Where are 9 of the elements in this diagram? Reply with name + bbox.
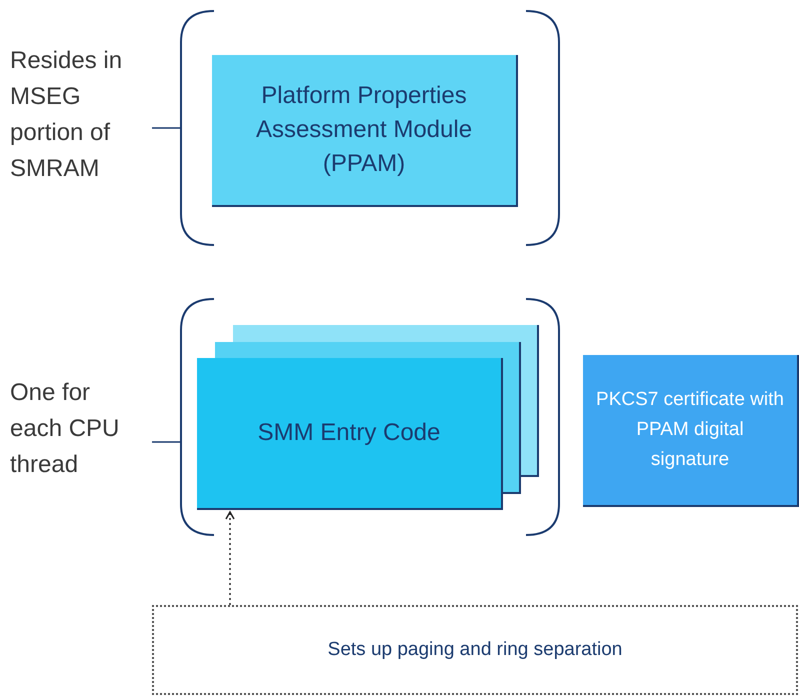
dotted-arrow <box>225 511 235 605</box>
side-label: One for each CPU thread <box>10 378 120 480</box>
module-box: Platform Properties Assessment Module (PPAM) <box>212 55 518 207</box>
note-box: Sets up paging and ring separation <box>152 605 798 695</box>
connector-line <box>152 127 182 129</box>
module-box: SMM Entry Code <box>197 358 503 510</box>
certificate-box: PKCS7 certificate with PPAM digital signature <box>583 355 799 507</box>
side-label: Resides in MSEG portion of SMRAM <box>10 46 124 184</box>
connector-line <box>152 441 182 443</box>
